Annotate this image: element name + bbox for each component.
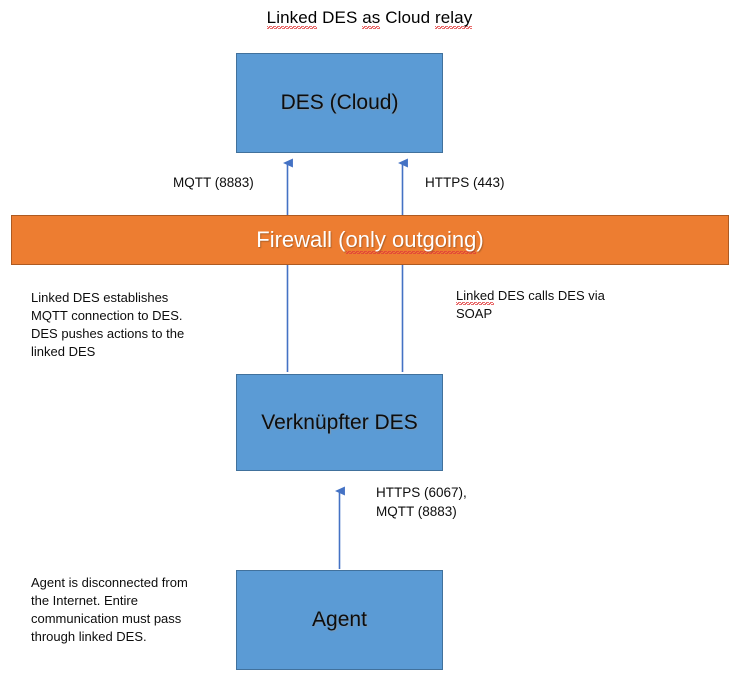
title-text-des: DES (317, 8, 363, 27)
node-des-cloud[interactable]: DES (Cloud) (236, 53, 443, 153)
title-text-cloud: Cloud (380, 8, 435, 27)
node-firewall[interactable]: Firewall (only outgoing) (11, 215, 729, 265)
edge-label-https-443: HTTPS (443) (425, 175, 505, 190)
node-linked-des-label: Verknüpfter DES (261, 410, 418, 434)
node-des-cloud-label: DES (Cloud) (280, 91, 399, 114)
firewall-label-part1: Firewall ( (256, 227, 346, 252)
page-title: Linked DES as Cloud relay (0, 8, 739, 29)
node-agent-label: Agent (312, 608, 367, 631)
node-linked-des[interactable]: Verknüpfter DES (236, 374, 443, 471)
node-agent[interactable]: Agent (236, 570, 443, 670)
note-agent-offline: Agent is disconnected from the Internet.… (31, 575, 188, 644)
firewall-label-part3: ) (476, 227, 484, 252)
note-linked-des-mqtt: Linked DES establishes MQTT connection t… (31, 290, 185, 359)
node-firewall-label: Firewall (only outgoing) (256, 227, 484, 254)
edge-label-agent-ports: HTTPS (6067), MQTT (8883) (376, 485, 467, 519)
note-soap-line2: SOAP (456, 306, 493, 321)
firewall-label-part2: only outgoing (345, 227, 477, 254)
title-word-as: as (362, 8, 381, 29)
edge-label-mqtt-8883: MQTT (8883) (173, 175, 254, 190)
note-soap-word-linked: Linked (456, 288, 495, 305)
title-word-linked: Linked (266, 8, 318, 29)
title-word-relay: relay (434, 8, 473, 29)
note-soap-line1-rest: DES calls DES via (494, 288, 605, 303)
